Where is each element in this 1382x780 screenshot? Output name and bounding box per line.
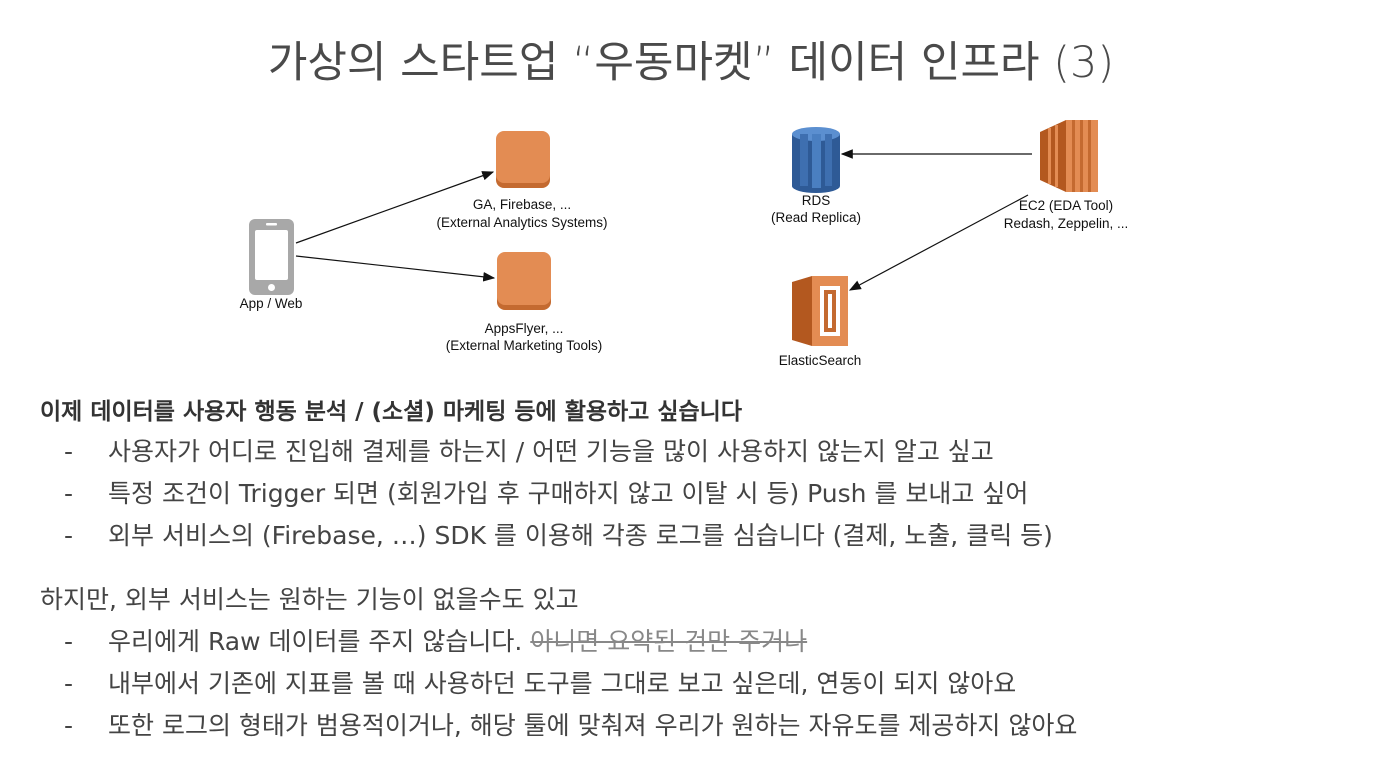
list-item-text: 내부에서 기존에 지표를 볼 때 사용하던 도구를 그대로 보고 싶은데, 연동…	[108, 669, 1017, 698]
list-item-text: 또한 로그의 형태가 범용적이거나, 해당 툴에 맞춰져 우리가 원하는 자유도…	[108, 711, 1078, 740]
appsflyer-label-line2: (External Marketing Tools)	[446, 338, 603, 353]
list-item-text: 특정 조건이 Trigger 되면 (회원가입 후 구매하지 않고 이탈 시 등…	[108, 479, 1029, 508]
architecture-diagram: App / Web GA, Firebase, ... (External An…	[240, 120, 1129, 368]
list-item-text: 우리에게 Raw 데이터를 주지 않습니다.	[108, 627, 531, 656]
app-label: App / Web	[240, 296, 303, 311]
rds-label-line1: RDS	[802, 193, 831, 208]
section-subheading: 하지만, 외부 서비스는 원하는 기능이 없을수도 있고	[40, 585, 579, 614]
es-label: ElasticSearch	[779, 353, 862, 368]
section-heading: 이제 데이터를 사용자 행동 분석 / (소셜) 마케팅 등에 활용하고 싶습니…	[40, 399, 742, 425]
list-item: - 사용자가 어디로 진입해 결제를 하는지 / 어떤 기능을 많이 사용하지 않…	[40, 431, 1360, 473]
strikethrough-text: 아니면 요약된 건만 주거나	[530, 627, 808, 656]
bullet-dash: -	[64, 479, 74, 508]
arrow-app-to-appsflyer	[295, 255, 496, 282]
bullet-dash: -	[64, 711, 74, 740]
list-item: - 특정 조건이 Trigger 되면 (회원가입 후 구매하지 않고 이탈 시 …	[40, 473, 1360, 515]
ec2-instance-icon	[1040, 120, 1098, 192]
elasticsearch-icon	[792, 276, 848, 346]
slide-body: 이제 데이터를 사용자 행동 분석 / (소셜) 마케팅 등에 활용하고 싶습니…	[40, 393, 1360, 747]
arrow-ec2-to-es	[848, 194, 1029, 291]
ga-label-line1: GA, Firebase, ...	[473, 197, 571, 212]
rds-label-line2: (Read Replica)	[771, 210, 861, 225]
arrow-app-to-ga	[295, 171, 495, 244]
list-item: - 내부에서 기존에 지표를 볼 때 사용하던 도구를 그대로 보고 싶은데, 연…	[40, 663, 1360, 705]
ga-label-line2: (External Analytics Systems)	[436, 215, 607, 230]
list-item: - 외부 서비스의 (Firebase, …) SDK 를 이용해 각종 로그를 …	[40, 515, 1360, 557]
appsflyer-service-icon	[497, 252, 551, 310]
bullet-dash: -	[64, 437, 74, 466]
rds-database-icon	[792, 127, 840, 193]
bullet-dash: -	[64, 627, 74, 656]
list-item-text: 사용자가 어디로 진입해 결제를 하는지 / 어떤 기능을 많이 사용하지 않는…	[108, 437, 994, 466]
slide-title: 가상의 스타트업 “우동마켓” 데이터 인프라 (3)	[267, 38, 1115, 88]
bullet-dash: -	[64, 669, 74, 698]
ga-service-icon	[496, 131, 550, 188]
list-item: - 우리에게 Raw 데이터를 주지 않습니다. 아니면 요약된 건만 주거나	[40, 621, 1360, 663]
appsflyer-label-line1: AppsFlyer, ...	[485, 321, 564, 336]
list-item-text: 외부 서비스의 (Firebase, …) SDK 를 이용해 각종 로그를 심…	[108, 521, 1053, 550]
mobile-phone-icon	[249, 219, 294, 295]
ec2-label-line2: Redash, Zeppelin, ...	[1004, 216, 1129, 231]
list-item: - 또한 로그의 형태가 범용적이거나, 해당 툴에 맞춰져 우리가 원하는 자유…	[40, 705, 1360, 747]
bullet-dash: -	[64, 521, 74, 550]
ec2-label-line1: EC2 (EDA Tool)	[1019, 198, 1113, 213]
